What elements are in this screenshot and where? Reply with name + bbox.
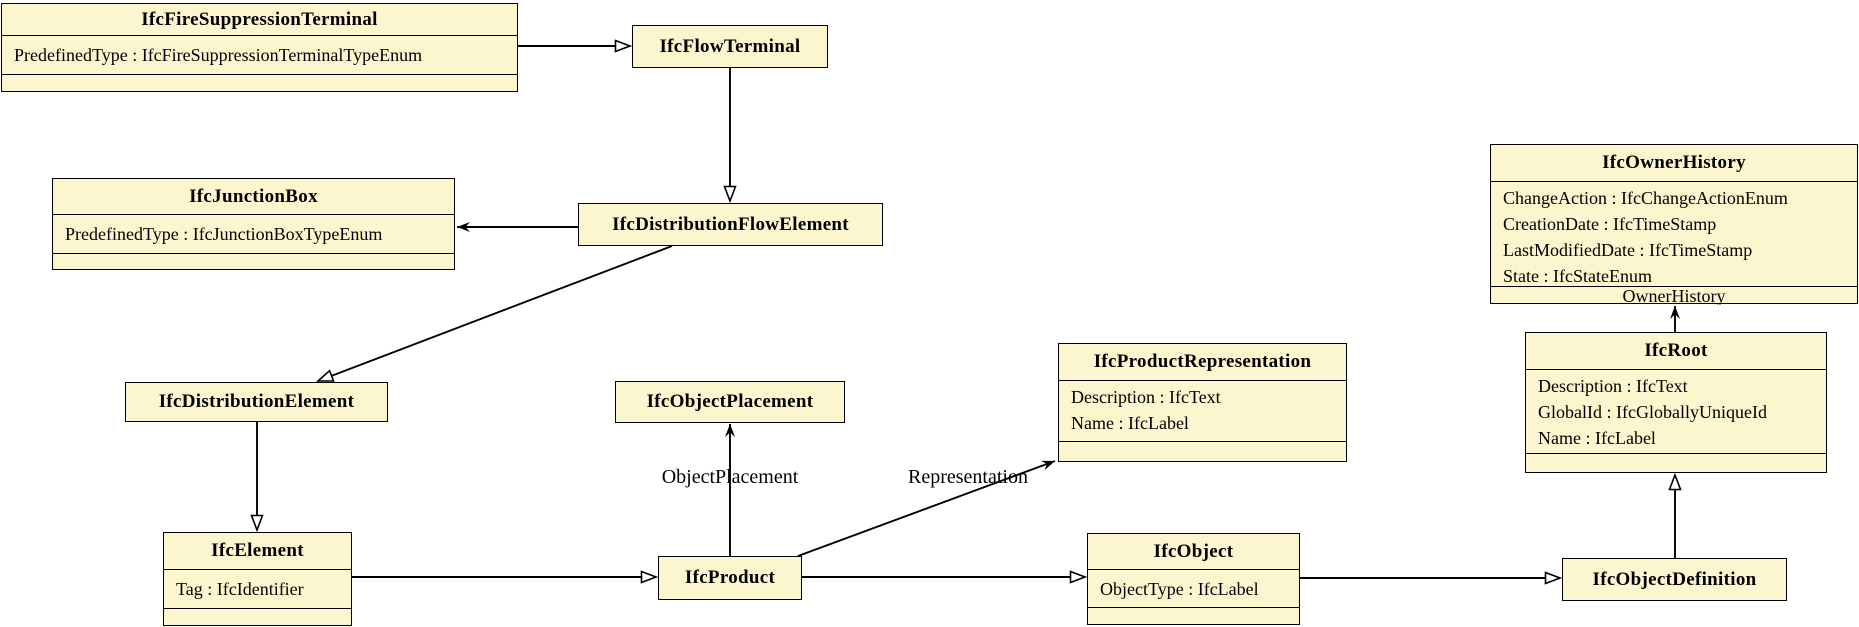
class-attribute: Description : IfcText	[1071, 387, 1221, 407]
class-empty-compartment	[164, 608, 351, 627]
class-attribute: PredefinedType : IfcJunctionBoxTypeEnum	[65, 224, 383, 244]
class-attributes: Description : IfcText Name : IfcLabel	[1059, 380, 1346, 441]
class-ifc-flow-terminal: IfcFlowTerminal	[632, 25, 828, 68]
owner-history-role-label: OwnerHistory	[1491, 286, 1857, 305]
class-title: IfcRoot	[1644, 340, 1708, 361]
class-attribute: ChangeAction : IfcChangeActionEnum	[1503, 188, 1788, 208]
class-ifc-distribution-element: IfcDistributionElement	[125, 382, 388, 422]
class-title: IfcOwnerHistory	[1602, 152, 1746, 173]
class-ifc-product: IfcProduct	[658, 556, 802, 600]
class-ifc-owner-history: IfcOwnerHistory ChangeAction : IfcChange…	[1490, 144, 1858, 305]
class-attribute: ObjectType : IfcLabel	[1100, 578, 1259, 599]
class-empty-compartment	[2, 74, 517, 93]
class-ifc-object-definition: IfcObjectDefinition	[1562, 558, 1787, 601]
class-title: IfcElement	[211, 540, 304, 561]
class-ifc-distribution-flow-element: IfcDistributionFlowElement	[578, 203, 883, 246]
class-ifc-junction-box: IfcJunctionBox PredefinedType : IfcJunct…	[52, 178, 455, 270]
class-title: IfcFlowTerminal	[659, 35, 801, 57]
class-attribute: Description : IfcText	[1538, 376, 1688, 396]
class-title: IfcDistributionFlowElement	[612, 213, 849, 235]
edge-distributionflowelement-to-distributionelement	[318, 245, 673, 382]
class-title: IfcJunctionBox	[189, 185, 318, 207]
class-attribute: PredefinedType : IfcFireSuppressionTermi…	[14, 45, 423, 65]
class-ifc-object: IfcObject ObjectType : IfcLabel	[1087, 533, 1300, 625]
class-attributes: ObjectType : IfcLabel	[1088, 569, 1299, 607]
class-attribute: State : IfcStateEnum	[1503, 266, 1652, 286]
class-attributes: ChangeAction : IfcChangeActionEnum Creat…	[1491, 181, 1857, 286]
class-attribute: Name : IfcLabel	[1071, 413, 1189, 433]
edge-label-representation: Representation	[908, 466, 1028, 488]
class-title: IfcObjectPlacement	[646, 391, 814, 412]
class-empty-compartment	[1526, 453, 1826, 474]
class-attributes: PredefinedType : IfcJunctionBoxTypeEnum	[53, 214, 454, 253]
class-ifc-object-placement: IfcObjectPlacement	[615, 381, 845, 423]
class-title: IfcObject	[1153, 540, 1234, 562]
class-title: IfcObjectDefinition	[1592, 568, 1757, 590]
class-title: IfcFireSuppressionTerminal	[141, 8, 378, 30]
class-attribute: CreationDate : IfcTimeStamp	[1503, 214, 1717, 234]
class-attribute: Tag : IfcIdentifier	[176, 579, 304, 599]
class-attributes: PredefinedType : IfcFireSuppressionTermi…	[2, 35, 517, 74]
class-attribute: LastModifiedDate : IfcTimeStamp	[1503, 240, 1753, 260]
class-title: IfcProduct	[684, 567, 776, 588]
class-ifc-element: IfcElement Tag : IfcIdentifier	[163, 532, 352, 626]
class-attribute: Name : IfcLabel	[1538, 428, 1656, 448]
class-title: IfcProductRepresentation	[1093, 351, 1312, 372]
class-attributes: Description : IfcText GlobalId : IfcGlob…	[1526, 369, 1826, 453]
edge-label-objectplacement: ObjectPlacement	[662, 466, 799, 488]
class-attributes: Tag : IfcIdentifier	[164, 569, 351, 608]
class-empty-compartment	[1088, 607, 1299, 626]
class-empty-compartment	[53, 253, 454, 271]
class-title: IfcDistributionElement	[158, 391, 355, 412]
class-ifc-fire-suppression-terminal: IfcFireSuppressionTerminal PredefinedTyp…	[1, 3, 518, 92]
class-ifc-product-representation: IfcProductRepresentation Description : I…	[1058, 343, 1347, 462]
class-ifc-root: IfcRoot Description : IfcText GlobalId :…	[1525, 332, 1827, 473]
class-attribute: GlobalId : IfcGloballyUniqueId	[1538, 402, 1767, 422]
edge-product-to-productrepresentation	[797, 460, 1056, 557]
class-empty-compartment	[1059, 441, 1346, 463]
